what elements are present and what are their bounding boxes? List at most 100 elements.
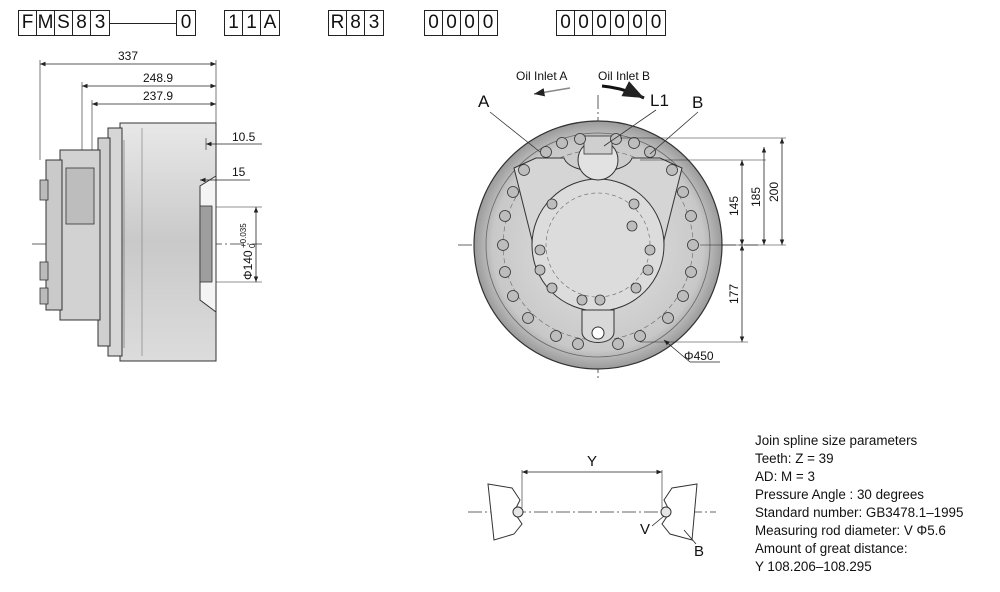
code-char: S (55, 11, 73, 35)
code-char: 0 (557, 11, 575, 35)
code-group-5: 0 0 0 0 (424, 10, 498, 36)
code-char: 0 (180, 12, 192, 33)
label-y: Y (587, 453, 597, 470)
label-b: B (692, 93, 703, 112)
bolt (634, 330, 646, 342)
side-view: 337 248.9 237.9 10.5 15 Φ140 +0.035 0 (32, 49, 262, 362)
code-char: 1 (225, 11, 243, 35)
code-char: R (329, 11, 347, 35)
bottom-lug (581, 309, 615, 343)
inner-bolt (534, 244, 546, 256)
code-char: 0 (443, 11, 461, 35)
dim-145: 145 (727, 196, 741, 216)
code-char: 8 (347, 11, 365, 35)
code-group-1: F M S 8 3 (18, 10, 110, 36)
oil-inlet-b-label: Oil Inlet B (598, 69, 650, 83)
bolt (666, 164, 678, 176)
bolt (612, 338, 624, 350)
inner-bolt (576, 294, 588, 306)
spline-segment-right (661, 483, 698, 541)
code-group-2: 0 (176, 10, 196, 36)
port-block (65, 167, 95, 225)
bolt (507, 186, 519, 198)
code-char: 0 (593, 11, 611, 35)
code-char: 0 (482, 12, 494, 33)
bolt (522, 312, 534, 324)
dim-248-9: 248.9 (143, 71, 173, 85)
measuring-rod-right (660, 506, 672, 518)
dim-200: 200 (767, 182, 781, 202)
label-b-spline: B (694, 543, 704, 560)
inner-bolt (534, 264, 546, 276)
bolt (556, 137, 568, 149)
bolt (572, 338, 584, 350)
dim-phi450: Φ450 (684, 349, 714, 363)
bolt (550, 330, 562, 342)
spline-segment-left (487, 483, 523, 541)
spline-measure-view: Y V B (468, 453, 716, 560)
bolt (540, 146, 552, 158)
dim-10-5: 10.5 (232, 130, 256, 144)
inlet-b-arrow (601, 81, 645, 100)
bolt (497, 239, 509, 251)
param-distance-title: Amount of great distance: (755, 541, 908, 556)
inner-bolt (626, 220, 638, 232)
code-char: 0 (650, 12, 662, 33)
bolt (499, 266, 511, 278)
dim-15: 15 (232, 165, 246, 179)
top-port-block (583, 135, 613, 155)
inner-bolt (628, 198, 640, 210)
bolt (685, 210, 697, 222)
code-group-3: 1 1 A (224, 10, 280, 36)
code-char: 8 (73, 11, 91, 35)
code-group-6: 0 0 0 0 0 0 (556, 10, 666, 36)
code-char: M (37, 11, 55, 35)
bolt (677, 290, 689, 302)
dim-337: 337 (118, 49, 138, 63)
code-char: A (263, 12, 277, 33)
code-char: 3 (94, 12, 106, 33)
param-pressure-angle: Pressure Angle : 30 degrees (755, 487, 924, 502)
bolt (507, 290, 519, 302)
code-char: 1 (243, 11, 261, 35)
label-a: A (478, 92, 490, 111)
label-v: V (640, 521, 650, 538)
inner-bolt (644, 244, 656, 256)
rear-port (39, 179, 49, 201)
inlet-a-arrow (533, 87, 571, 97)
param-distance-value: Y 108.206–108.295 (755, 559, 872, 574)
front-view: Oil Inlet A Oil Inlet B A L1 B 145 185 2… (458, 69, 786, 378)
bolt (499, 210, 511, 222)
inner-bolt (546, 198, 558, 210)
bolt (662, 312, 674, 324)
bolt (574, 133, 586, 145)
spline-parameters: Join spline size parameters Teeth: Z = 3… (755, 432, 975, 576)
code-char: F (19, 11, 37, 35)
internal-spline (199, 205, 213, 283)
param-rod-diameter: Measuring rod diameter: V Φ5.6 (755, 523, 946, 538)
code-char: 0 (425, 11, 443, 35)
bolt (644, 146, 656, 158)
rear-port (39, 261, 49, 281)
param-teeth: Teeth: Z = 39 (755, 451, 834, 466)
code-group-4: R 8 3 (328, 10, 384, 36)
inner-bolt (546, 282, 558, 294)
oil-inlet-a-label: Oil Inlet A (516, 69, 567, 83)
tol-upper: +0.035 (239, 223, 248, 248)
inner-bolt (594, 294, 606, 306)
inner-bolt (642, 264, 654, 276)
bolt (687, 239, 699, 251)
bolt (677, 186, 689, 198)
code-char: 0 (629, 11, 647, 35)
label-l1: L1 (650, 91, 669, 110)
param-ad: AD: M = 3 (755, 469, 815, 484)
dim-185: 185 (749, 187, 763, 207)
code-char: 3 (368, 12, 380, 33)
code-char: 0 (611, 11, 629, 35)
rear-port (39, 287, 49, 305)
code-char: 0 (461, 11, 479, 35)
dim-237-9: 237.9 (143, 89, 173, 103)
dim-phi140: Φ140 (241, 250, 255, 280)
dim-177: 177 (727, 284, 741, 304)
